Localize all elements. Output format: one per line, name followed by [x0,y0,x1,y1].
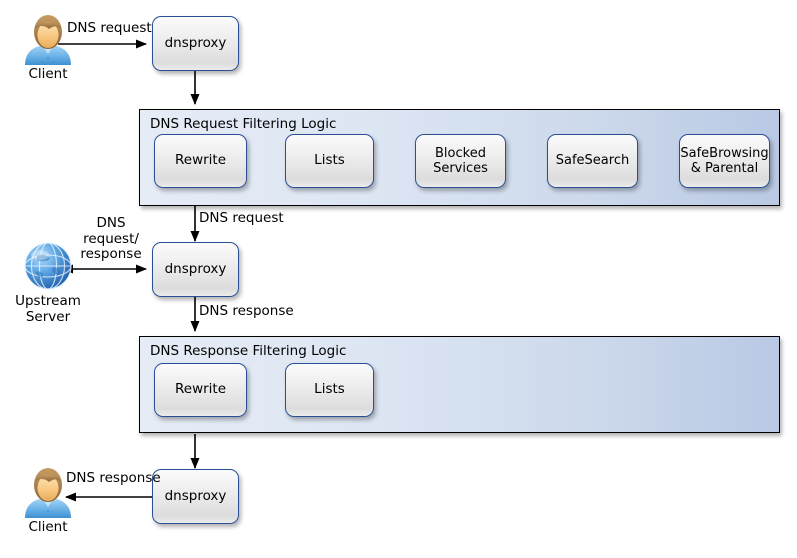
node-response-lists[interactable]: Lists [285,363,374,417]
edge-label-upstream-exchange: DNS request/ response [80,215,142,263]
node-request-safebrowsing-parental[interactable]: SafeBrowsing & Parental [679,134,770,188]
group-response-filtering-title: DNS Response Filtering Logic [150,343,347,359]
actor-client-top: Client [12,13,84,83]
globe-icon [12,240,84,292]
actor-client-bottom: Client [12,466,84,536]
user-icon [12,13,84,65]
node-dnsproxy-middle[interactable]: dnsproxy [152,242,239,297]
node-request-rewrite[interactable]: Rewrite [154,134,247,188]
actor-upstream-server-caption: Upstream Server [15,293,81,325]
actor-upstream-server: Upstream Server [12,240,84,325]
node-dnsproxy-top[interactable]: dnsproxy [152,16,239,71]
edge-label-dnsproxy-to-client: DNS response [66,470,161,486]
node-request-lists[interactable]: Lists [285,134,374,188]
node-response-rewrite[interactable]: Rewrite [154,363,247,417]
node-request-blocked-services[interactable]: Blocked Services [415,134,506,188]
node-dnsproxy-bottom[interactable]: dnsproxy [152,469,239,524]
edge-label-dnsproxy-to-response-filtering: DNS response [199,303,294,319]
group-response-filtering: DNS Response Filtering Logic [139,336,780,433]
user-icon [12,466,84,518]
group-request-filtering-title: DNS Request Filtering Logic [150,116,337,132]
edge-label-dnsproxy-to-request-filtering: DNS request [199,210,284,226]
actor-client-top-caption: Client [28,66,68,82]
node-request-safesearch[interactable]: SafeSearch [547,134,638,188]
edge-label-client-to-dnsproxy: DNS request [67,20,152,36]
actor-client-bottom-caption: Client [28,519,68,535]
